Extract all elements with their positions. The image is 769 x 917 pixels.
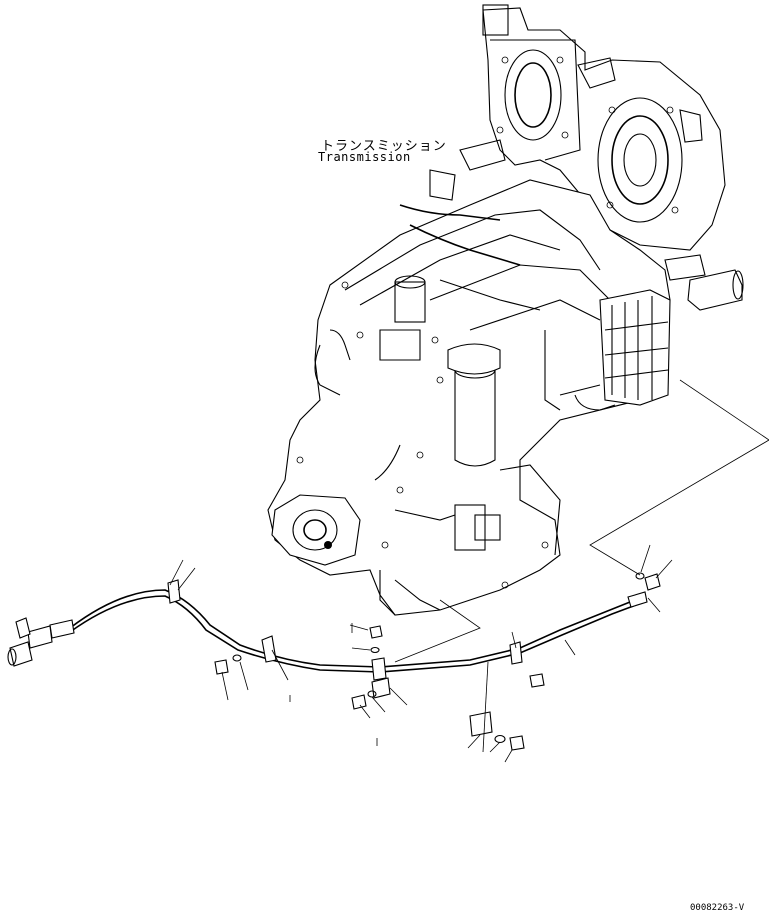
component-label-english: Transmission (318, 150, 411, 164)
hose-assembly (7, 579, 648, 681)
loose-parts (214, 572, 661, 751)
component-label-japanese: トランスミッション (321, 139, 447, 154)
transmission-housing (267, 4, 744, 616)
leader-lines (169, 379, 769, 763)
drawing-code: 00082263-V (690, 903, 745, 913)
